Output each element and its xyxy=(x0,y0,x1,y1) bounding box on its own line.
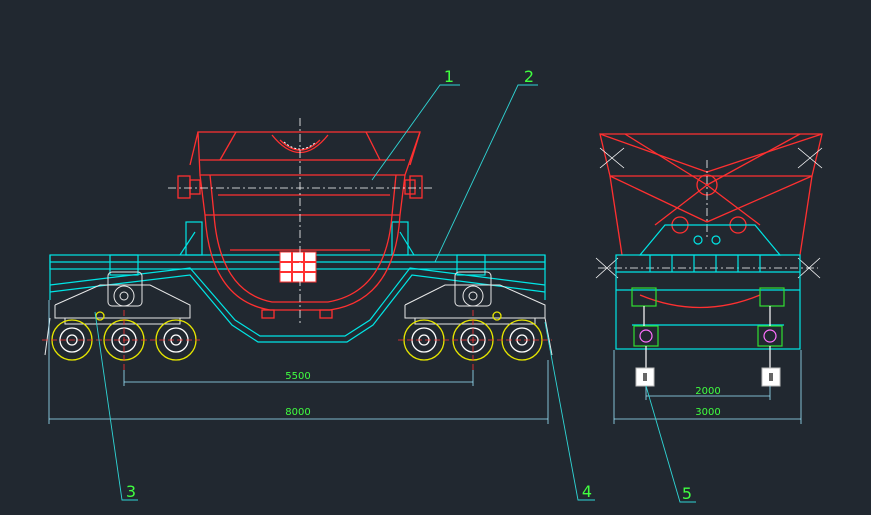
end-frame xyxy=(615,224,801,350)
dimension-gauge: 2000 xyxy=(695,386,720,397)
ladle-centerlines xyxy=(168,118,432,325)
callout-2: 2 xyxy=(524,67,534,86)
end-rail-blocks xyxy=(635,367,781,387)
side-dimension-lines xyxy=(48,300,549,424)
callout-1: 1 xyxy=(444,67,454,86)
wheel-centerlines xyxy=(42,310,552,370)
end-wheelsets xyxy=(631,287,785,368)
callout-4: 4 xyxy=(582,482,592,501)
dimension-bogie-spacing: 5500 xyxy=(285,371,310,382)
end-view: 2000 3000 xyxy=(595,133,823,424)
end-view-corner-marks xyxy=(595,147,823,279)
ladle-lug-highlight xyxy=(283,141,317,150)
bogie-centers xyxy=(113,285,484,307)
callout-5: 5 xyxy=(682,484,692,503)
ladle-end-outline xyxy=(599,133,823,309)
ladle-bottom-block xyxy=(279,251,317,283)
dimension-overall-width: 3000 xyxy=(695,407,720,418)
dimension-overall-length: 8000 xyxy=(285,407,310,418)
callout-leaders xyxy=(94,84,696,503)
side-view: 5500 8000 xyxy=(42,118,553,424)
callout-3: 3 xyxy=(126,482,136,501)
end-dimension-lines xyxy=(613,350,802,424)
end-view-centerlines xyxy=(598,160,818,269)
bogie-frames xyxy=(44,271,553,356)
